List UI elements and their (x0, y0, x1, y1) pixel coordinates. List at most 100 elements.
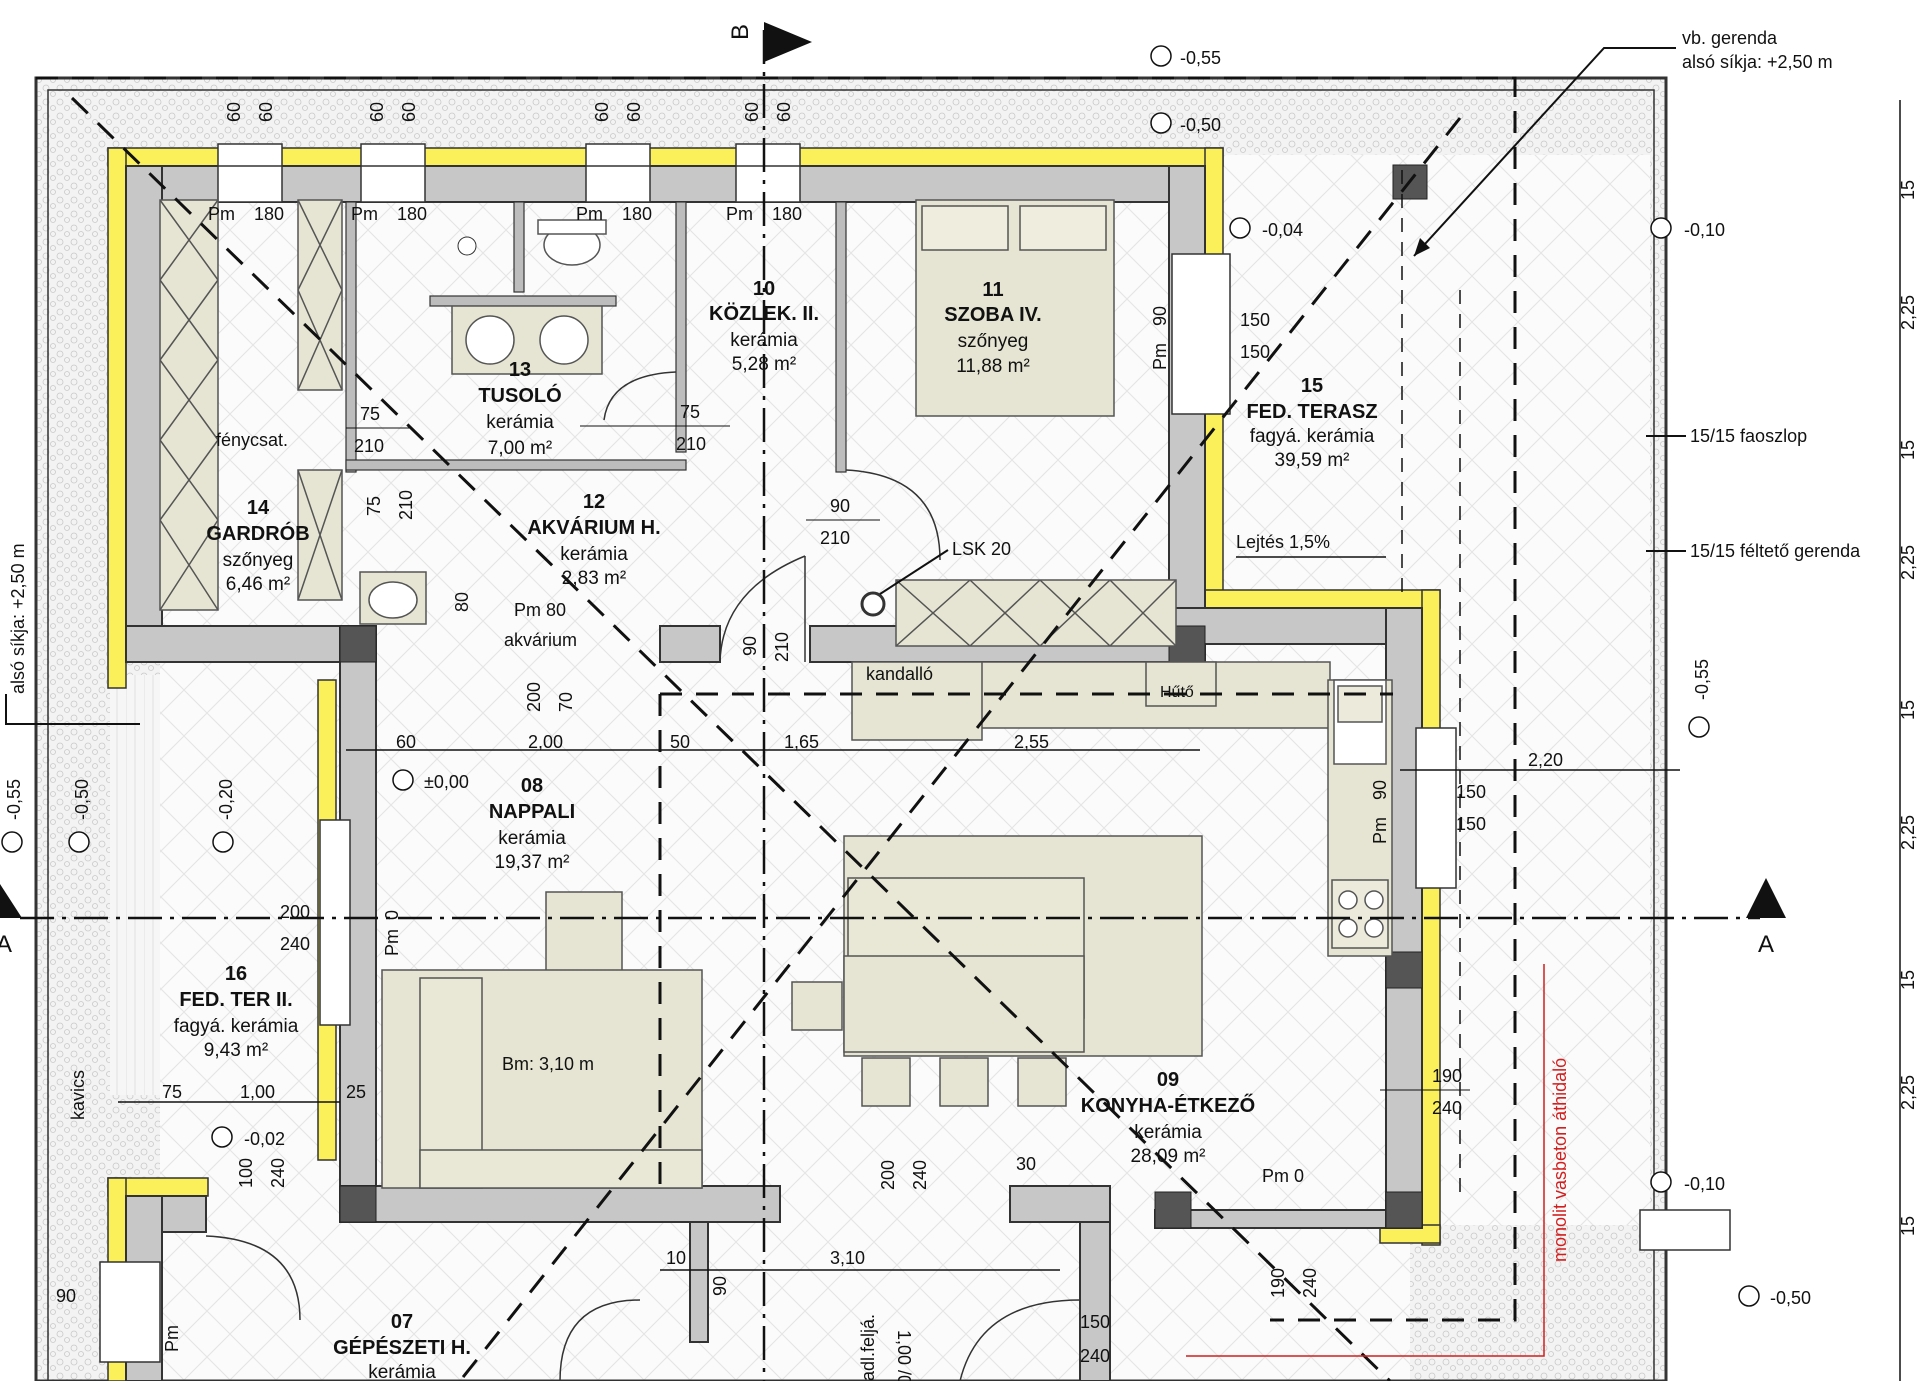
room-floor: kerámia (730, 330, 798, 351)
left-beam-leader (5, 694, 140, 725)
svg-text:180: 180 (397, 204, 427, 224)
svg-text:25: 25 (346, 1082, 366, 1102)
beam-note-leader (1413, 47, 1676, 257)
room-area: 11,88 m² (956, 356, 1030, 377)
svg-text:90: 90 (56, 1286, 76, 1306)
svg-text:210: 210 (396, 490, 416, 520)
door-dims: 75 210 75 210 90 210 75 210 80 Pm 80 200… (236, 402, 1470, 1366)
svg-text:70: 70 (556, 692, 576, 712)
partitions (345, 201, 847, 473)
svg-text:0: 0 (382, 910, 402, 920)
svg-text:15: 15 (1898, 440, 1918, 460)
gravel-label: kavics (68, 1070, 88, 1120)
svg-text:210: 210 (820, 528, 850, 548)
level-top1: -0,55 (1180, 48, 1221, 68)
lintel-note: monolit vasbeton áthidaló (1550, 1058, 1570, 1262)
room-name: GÉPÉSZETI H. (333, 1336, 471, 1359)
room-13: 13 TUSOLÓ kerámia 7,00 m² (478, 359, 561, 459)
svg-text:Pm: Pm (382, 929, 402, 956)
lsk-leader (879, 549, 949, 595)
svg-text:2,00: 2,00 (528, 732, 563, 752)
svg-text:240: 240 (1432, 1098, 1462, 1118)
svg-text:75: 75 (360, 404, 380, 424)
svg-text:3,10: 3,10 (830, 1248, 865, 1268)
level-ter2: -0,02 (244, 1129, 285, 1149)
svg-text:90: 90 (740, 636, 760, 656)
svg-text:200: 200 (524, 682, 544, 712)
room-floor: kerámia (560, 544, 628, 565)
lintel-leader (1186, 964, 1545, 1357)
svg-text:2,25: 2,25 (1898, 815, 1918, 850)
svg-text:30: 30 (1016, 1154, 1036, 1174)
svg-text:1,00: 1,00 (240, 1082, 275, 1102)
svg-text:240: 240 (1300, 1268, 1320, 1298)
svg-text:2,25: 2,25 (1898, 1075, 1918, 1110)
svg-text:Pm 0: Pm 0 (1262, 1166, 1304, 1186)
svg-text:2,20: 2,20 (1528, 750, 1563, 770)
room-floor: kerámia (486, 412, 554, 433)
room-name: SZOBA IV. (944, 304, 1041, 326)
svg-text:15: 15 (1898, 970, 1918, 990)
svg-text:80: 80 (452, 592, 472, 612)
room-name: KÖZLEK. II. (709, 302, 819, 325)
level-left2: -0,50 (72, 779, 92, 820)
svg-text:210: 210 (354, 436, 384, 456)
room-number: 09 (1157, 1069, 1179, 1091)
room-area: 2,83 m² (562, 568, 626, 589)
section-a-left-label: A (0, 931, 12, 958)
room-name: TUSOLÓ (478, 383, 561, 407)
room-12: 12 AKVÁRIUM H. kerámia 2,83 m² (527, 491, 660, 589)
room-area: 28,09 m² (1131, 1146, 1206, 1167)
room-floor: szőnyeg (958, 331, 1029, 352)
level-terrace: -0,04 (1262, 220, 1303, 240)
svg-text:60: 60 (742, 102, 762, 122)
svg-text:240: 240 (910, 1160, 930, 1190)
room-name: AKVÁRIUM H. (527, 516, 660, 539)
room-name: FED. TER II. (179, 989, 292, 1011)
svg-text:200: 200 (878, 1160, 898, 1190)
svg-text:90: 90 (830, 496, 850, 516)
svg-text:150: 150 (1456, 814, 1486, 834)
level-left3: -0,20 (216, 779, 236, 820)
dining-table (843, 955, 1085, 1053)
fridge (1145, 661, 1217, 707)
room-number: 11 (982, 279, 1003, 301)
stove (1331, 879, 1389, 949)
svg-text:Pm: Pm (162, 1325, 182, 1352)
svg-text:10: 10 (666, 1248, 686, 1268)
leader-arrow (1414, 238, 1430, 256)
aquarium-label: akvárium (504, 630, 577, 650)
parapet-height: 1,00 /0 (894, 1330, 914, 1381)
room-name: NAPPALI (489, 801, 575, 823)
room-number: 16 (225, 963, 247, 985)
svg-text:150: 150 (1240, 342, 1270, 362)
room-number: 15 (1301, 375, 1323, 397)
room-14: 14 GARDRÓB szőnyeg 6,46 m² (206, 497, 309, 595)
parapet-note: adl.feljá. (858, 1314, 878, 1381)
svg-text:60: 60 (396, 732, 416, 752)
svg-text:100: 100 (236, 1158, 256, 1188)
frame-outer (34, 76, 1668, 1381)
room-floor: fagyá. kerámia (1250, 426, 1375, 447)
room-floor: kerámia (1134, 1122, 1202, 1143)
room-floor: kerámia (368, 1362, 436, 1381)
svg-text:60: 60 (256, 102, 276, 122)
fireplace-box (851, 661, 983, 741)
svg-text:90: 90 (1370, 780, 1390, 800)
doors (205, 371, 1081, 1381)
level-right-low: -0,10 (1684, 1174, 1725, 1194)
room-number: 14 (247, 497, 270, 519)
beam-note-line1: vb. gerenda (1682, 28, 1778, 48)
room-name: FED. TERASZ (1246, 401, 1377, 423)
level-markers (1, 45, 1760, 1307)
room-number: 12 (583, 491, 605, 513)
svg-text:60: 60 (399, 102, 419, 122)
level-right-top: -0,10 (1684, 220, 1725, 240)
section-a-right-label: A (1758, 931, 1774, 958)
svg-text:Pm: Pm (726, 204, 753, 224)
svg-text:2,55: 2,55 (1014, 732, 1049, 752)
svg-text:Pm: Pm (208, 204, 235, 224)
svg-text:60: 60 (367, 102, 387, 122)
